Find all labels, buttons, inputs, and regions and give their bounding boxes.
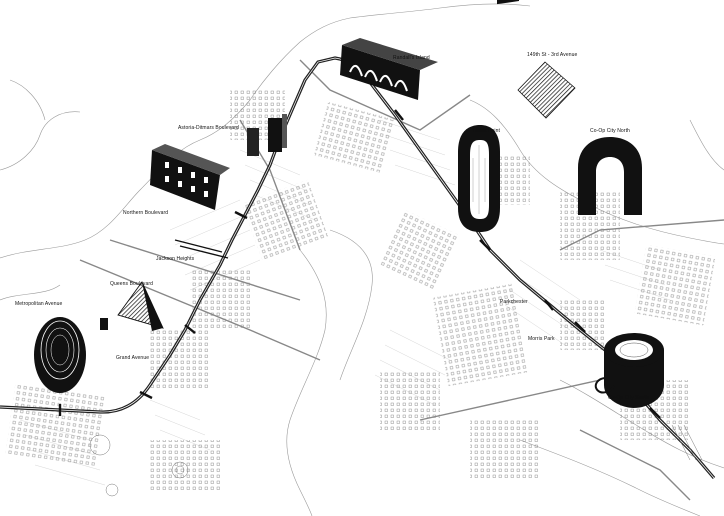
coop-city-north-arch bbox=[578, 137, 642, 215]
coop-city-south-cylinder bbox=[594, 333, 664, 408]
hunts-point-ring bbox=[458, 125, 500, 232]
jackson-heights-structure bbox=[174, 239, 229, 259]
label-parkchester: Parkchester bbox=[500, 299, 528, 305]
coastlines bbox=[0, 3, 724, 516]
label-coop-city-south: Co-Op City South bbox=[608, 395, 649, 401]
randalls-island-structure bbox=[340, 38, 438, 100]
label-hunts-point: Hunts Point bbox=[473, 128, 500, 134]
label-queens-boulevard: Queens Boulevard bbox=[110, 281, 154, 287]
label-astoria-ditmars: Astoria-Ditmars Boulevard bbox=[178, 125, 239, 131]
northern-boulevard-structure bbox=[150, 144, 230, 210]
label-149th-st: 149th St - 3rd Avenue bbox=[527, 52, 578, 58]
label-jackson-heights: Jackson Heights bbox=[156, 256, 195, 262]
149th-street-tower bbox=[497, 0, 576, 119]
queens-boulevard-pyramid bbox=[100, 281, 164, 331]
label-northern-boulevard: Northern Boulevard bbox=[123, 210, 169, 216]
label-morris-park: Morris Park bbox=[528, 336, 555, 342]
roads bbox=[79, 59, 724, 501]
label-coop-city-north: Co-Op City North bbox=[590, 128, 630, 134]
label-randalls-island: Randall's Island bbox=[393, 55, 430, 61]
metropolitan-avenue-stadium bbox=[34, 317, 86, 393]
label-grand-avenue: Grand Avenue bbox=[116, 355, 150, 361]
building-clusters bbox=[5, 90, 716, 490]
label-metropolitan-avenue: Metropolitan Avenue bbox=[15, 301, 63, 307]
small-objects bbox=[89, 424, 703, 497]
astoria-ditmars-structure bbox=[247, 114, 287, 156]
